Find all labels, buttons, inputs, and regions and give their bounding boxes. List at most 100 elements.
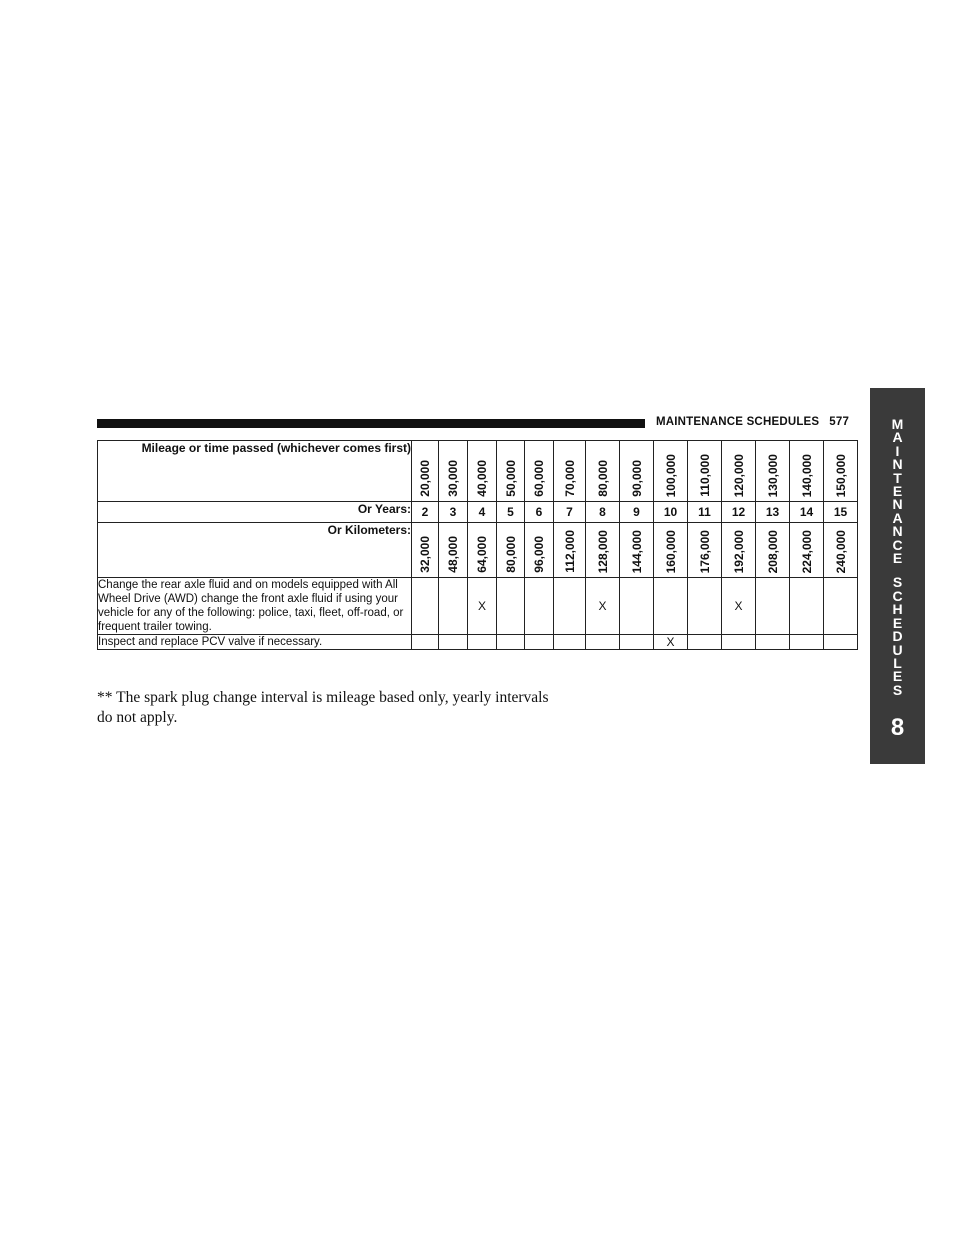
kilometers-value: 48,000 — [446, 536, 460, 573]
tab-letter: E — [892, 483, 903, 500]
tab-letter: S — [892, 574, 903, 591]
years-value: 5 — [496, 501, 525, 523]
kilometers-value: 224,000 — [799, 529, 814, 573]
kilometers-label: Or Kilometers: — [97, 522, 412, 578]
years-value: 2 — [411, 501, 439, 523]
mileage-value: 30,000 — [446, 460, 460, 497]
tab-letter: D — [892, 628, 903, 645]
years-value: 11 — [687, 501, 722, 523]
mileage-column-header: 60,000 — [524, 440, 554, 502]
mileage-value: 70,000 — [562, 460, 577, 497]
years-value: 13 — [755, 501, 790, 523]
tab-letter: N — [892, 496, 903, 513]
service-mark-cell — [438, 577, 468, 635]
header-title: MAINTENANCE SCHEDULES — [656, 416, 820, 428]
mileage-column-header: 40,000 — [467, 440, 497, 502]
kilometers-value: 160,000 — [663, 529, 678, 573]
kilometers-value: 96,000 — [532, 536, 546, 573]
tab-letter: L — [893, 654, 902, 671]
mileage-column-header: 50,000 — [496, 440, 525, 502]
service-mark-cell — [823, 634, 858, 650]
kilometers-column-header: 160,000 — [653, 522, 688, 578]
table-row: Change the rear axle fluid and on models… — [97, 577, 858, 635]
mileage-value: 100,000 — [663, 453, 678, 497]
service-mark-cell — [687, 577, 722, 635]
service-mark-cell — [438, 634, 468, 650]
kilometers-value: 32,000 — [418, 536, 432, 573]
mileage-column-header: 140,000 — [789, 440, 824, 502]
service-mark-cell — [496, 634, 525, 650]
kilometers-value: 240,000 — [833, 529, 848, 573]
maintenance-schedule-table: Mileage or time passed (whichever comes … — [97, 440, 858, 650]
years-value: 8 — [585, 501, 620, 523]
mileage-column-header: 30,000 — [438, 440, 468, 502]
tab-letter: T — [893, 469, 902, 486]
mileage-column-header: 100,000 — [653, 440, 688, 502]
tab-letter: A — [892, 429, 903, 446]
mileage-column-header: 90,000 — [619, 440, 654, 502]
mileage-value: 40,000 — [475, 460, 489, 497]
mileage-value: 20,000 — [418, 460, 432, 497]
service-mark-cell — [524, 634, 554, 650]
years-value: 10 — [653, 501, 688, 523]
mileage-value: 110,000 — [697, 454, 712, 497]
service-mark-cell — [755, 634, 790, 650]
table-row-kilometers: Or Kilometers: 32,000 48,000 64,000 80,000 96… — [97, 522, 858, 578]
tab-letter: E — [892, 668, 903, 685]
kilometers-column-header: 32,000 — [411, 522, 439, 578]
kilometers-value: 192,000 — [731, 529, 746, 573]
years-value: 15 — [823, 501, 858, 523]
service-mark-cell: X — [721, 577, 756, 635]
tab-letter: H — [892, 601, 903, 618]
kilometers-column-header: 224,000 — [789, 522, 824, 578]
mileage-value: 150,000 — [833, 453, 848, 497]
tab-letter: E — [892, 550, 903, 567]
mileage-column-header: 110,000 — [687, 440, 722, 502]
service-mark-cell — [467, 634, 497, 650]
mileage-label: Mileage or time passed (whichever comes … — [97, 440, 412, 502]
years-value: 7 — [553, 501, 586, 523]
kilometers-value: 128,000 — [595, 529, 610, 573]
service-mark-cell — [553, 577, 586, 635]
service-mark-cell — [496, 577, 525, 635]
years-value: 6 — [524, 501, 554, 523]
kilometers-value: 112,000 — [562, 530, 577, 573]
kilometers-column-header: 240,000 — [823, 522, 858, 578]
service-mark-cell — [585, 634, 620, 650]
service-mark-cell — [411, 634, 439, 650]
mileage-column-header: 120,000 — [721, 440, 756, 502]
service-mark-cell: X — [585, 577, 620, 635]
kilometers-value: 64,000 — [475, 536, 489, 573]
kilometers-column-header: 176,000 — [687, 522, 722, 578]
service-mark-cell — [653, 577, 688, 635]
mileage-column-header: 130,000 — [755, 440, 790, 502]
kilometers-column-header: 96,000 — [524, 522, 554, 578]
mileage-value: 60,000 — [532, 460, 546, 497]
service-mark-cell — [619, 577, 654, 635]
years-value: 4 — [467, 501, 497, 523]
service-item-description: Inspect and replace PCV valve if necessa… — [97, 634, 412, 650]
header-rule — [97, 419, 645, 428]
years-label: Or Years: — [97, 501, 412, 523]
service-mark-cell — [524, 577, 554, 635]
kilometers-column-header: 48,000 — [438, 522, 468, 578]
tab-letter: N — [892, 456, 903, 473]
kilometers-value: 80,000 — [503, 536, 518, 573]
service-mark-cell: X — [653, 634, 688, 650]
service-mark-cell: X — [467, 577, 497, 635]
footnote: ** The spark plug change interval is mil… — [97, 689, 549, 726]
kilometers-value: 208,000 — [765, 529, 780, 573]
tab-letter: A — [892, 509, 903, 526]
kilometers-column-header: 112,000 — [553, 522, 586, 578]
table-row-mileage: Mileage or time passed (whichever comes … — [97, 440, 858, 502]
years-value: 12 — [721, 501, 756, 523]
mileage-value: 80,000 — [595, 460, 610, 497]
tab-letter: I — [895, 442, 900, 459]
kilometers-column-header: 128,000 — [585, 522, 620, 578]
kilometers-column-header: 192,000 — [721, 522, 756, 578]
tab-letter: S — [892, 681, 903, 698]
mileage-column-header: 80,000 — [585, 440, 620, 502]
